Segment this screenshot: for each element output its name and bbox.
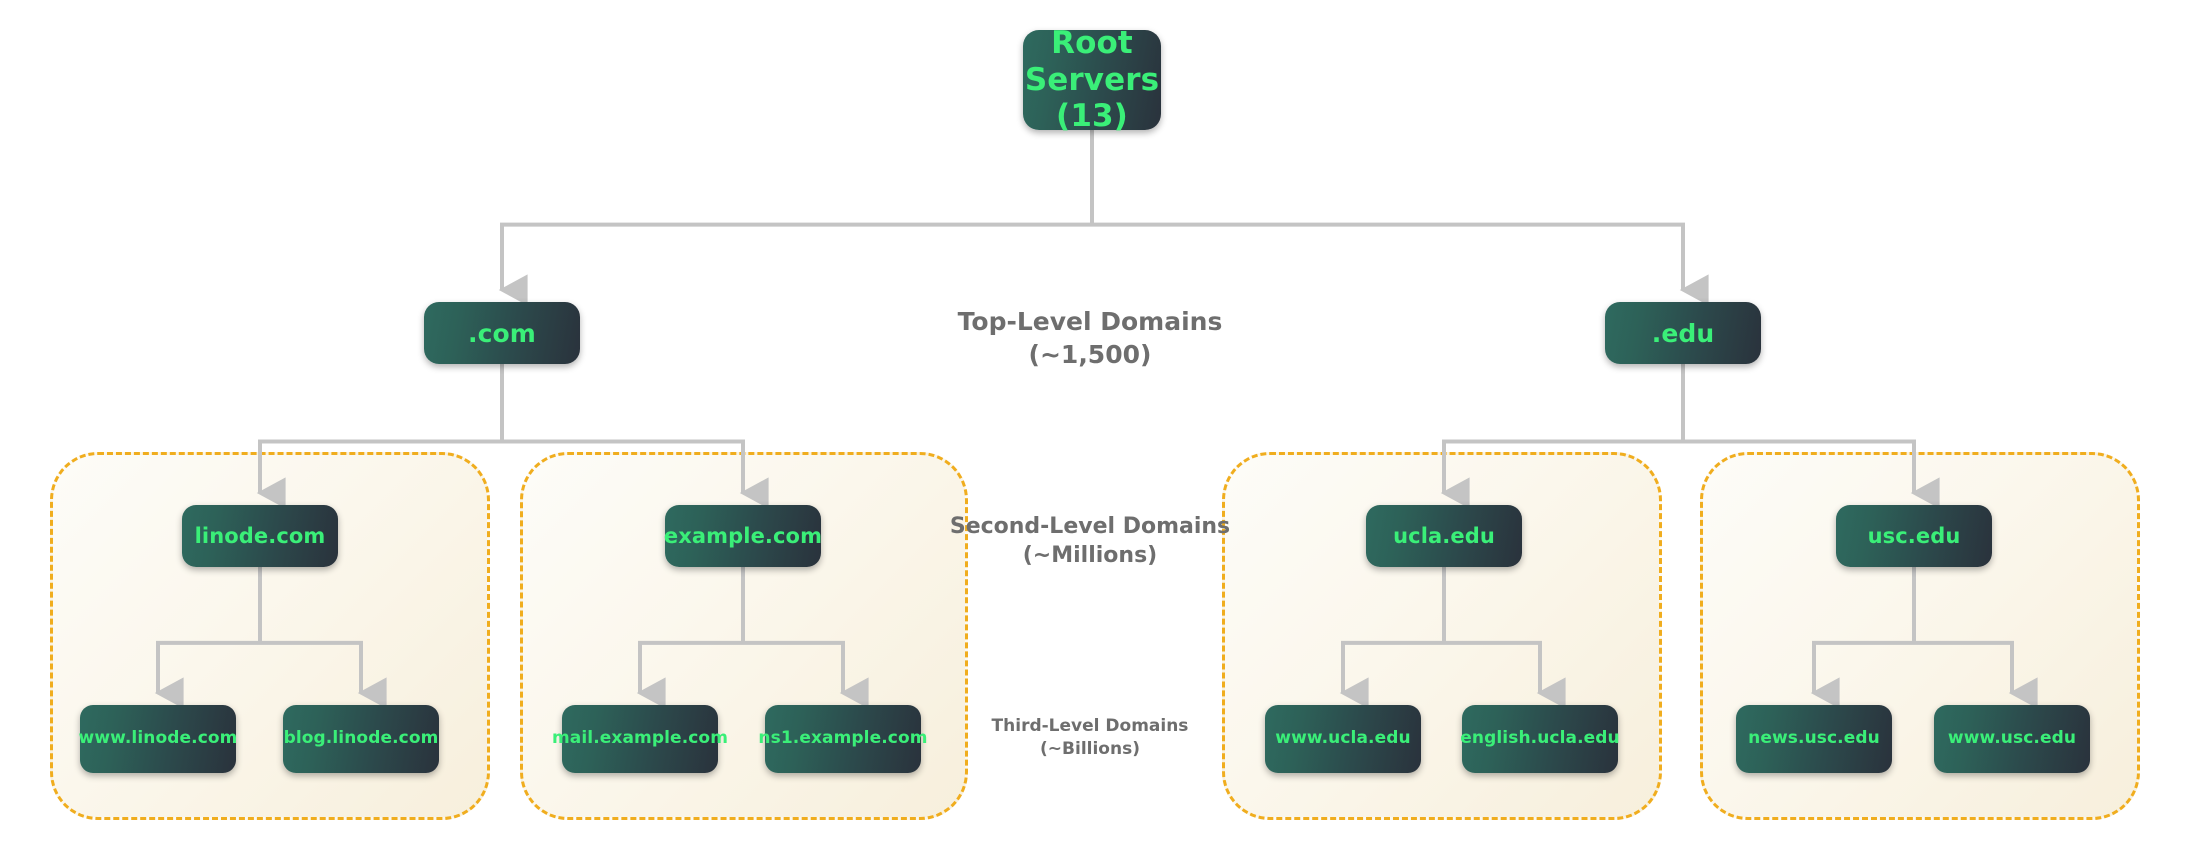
node-news-usc[interactable]: news.usc.edu [1736, 705, 1892, 773]
node-usc[interactable]: usc.edu [1836, 505, 1992, 567]
node-ucla[interactable]: ucla.edu [1366, 505, 1522, 567]
node-blog-linode[interactable]: blog.linode.com [283, 705, 439, 773]
node-www-ucla[interactable]: www.ucla.edu [1265, 705, 1421, 773]
connector-root-to-edu [1092, 222, 1709, 306]
node-com[interactable]: .com [424, 302, 580, 364]
level-label-top-level: Top-Level Domains (~1,500) [957, 307, 1223, 370]
node-edu[interactable]: .edu [1605, 302, 1761, 364]
connector-root-to-com [498, 222, 1092, 306]
node-mail-example[interactable]: mail.example.com [552, 705, 728, 773]
node-english-ucla[interactable]: english.ucla.edu [1460, 705, 1620, 773]
node-linode[interactable]: linode.com [182, 505, 338, 567]
node-www-linode[interactable]: www.linode.com [79, 705, 237, 773]
node-www-usc[interactable]: www.usc.edu [1934, 705, 2090, 773]
node-root[interactable]: Root Servers (13) [1023, 25, 1161, 135]
node-ns1-example[interactable]: ns1.example.com [758, 705, 927, 773]
level-label-second-level: Second-Level Domains (~Millions) [949, 514, 1231, 569]
node-example[interactable]: example.com [664, 505, 822, 567]
level-label-third-level: Third-Level Domains (~Billions) [991, 716, 1189, 759]
